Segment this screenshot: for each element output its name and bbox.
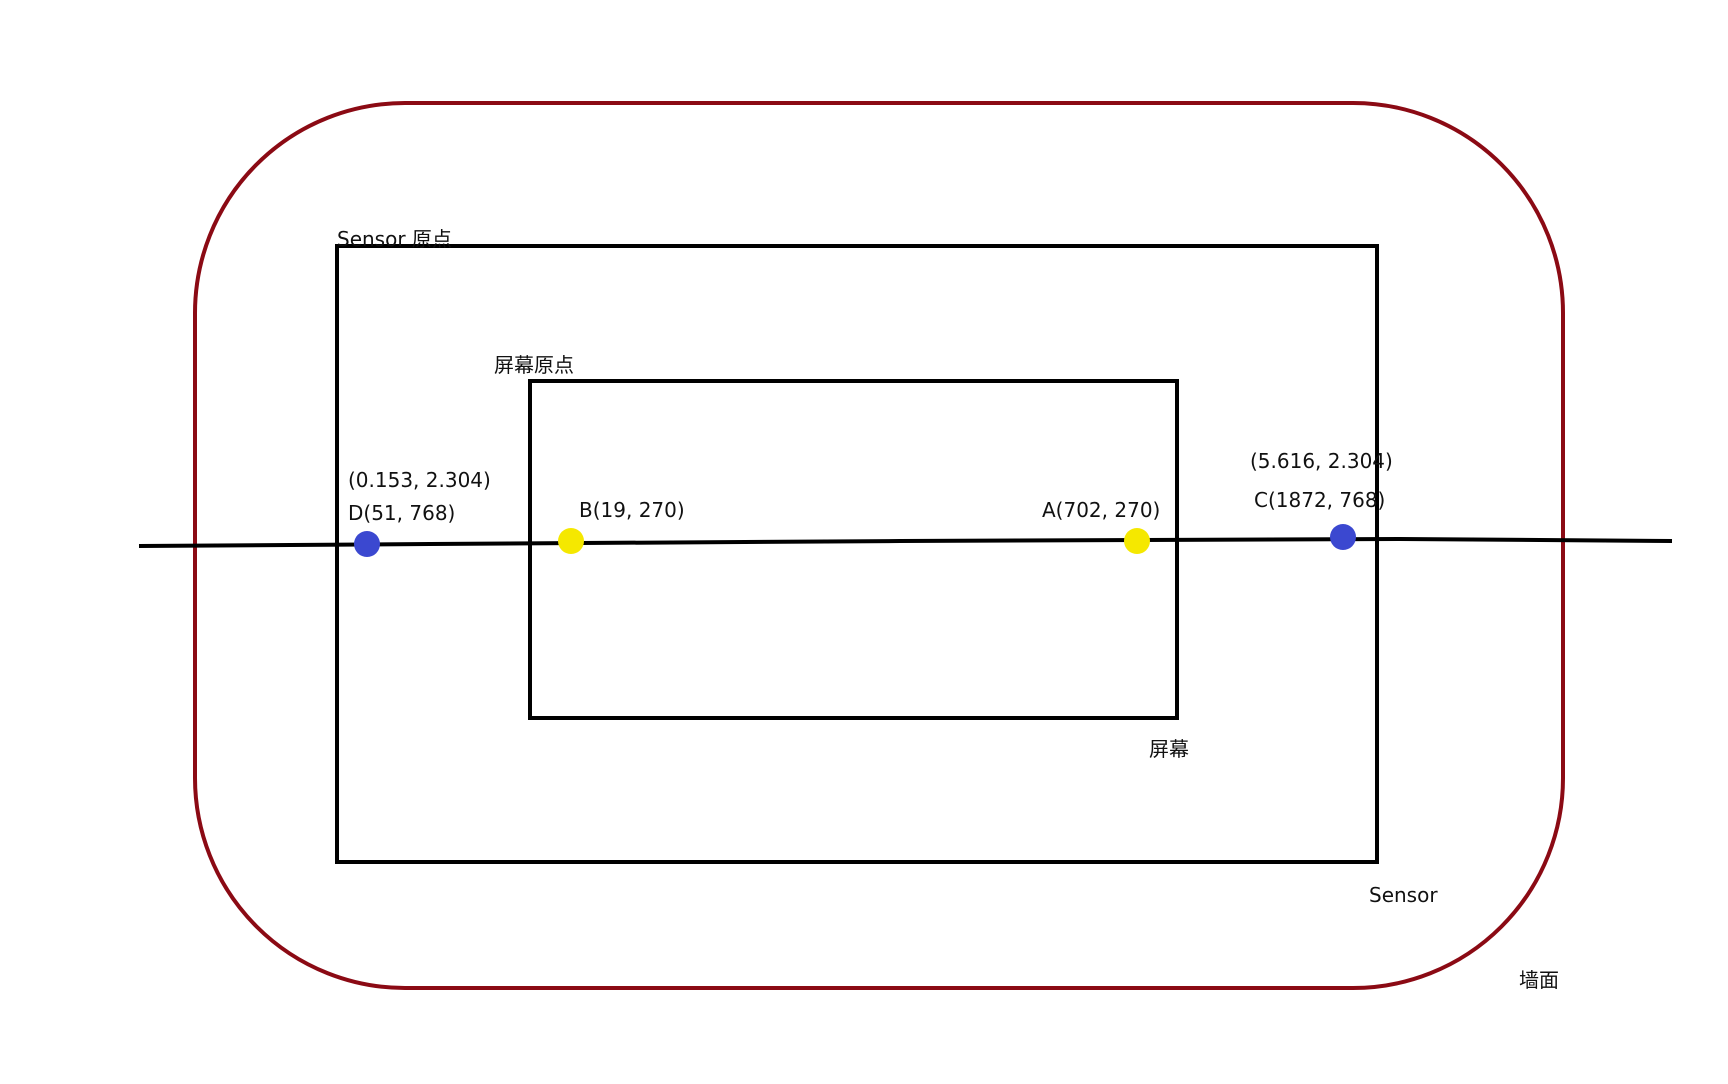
point-c xyxy=(1330,524,1356,550)
point-b-coord-label: B(19, 270) xyxy=(579,498,685,522)
sensor-origin-label: Sensor 原点 xyxy=(337,227,452,251)
point-a xyxy=(1124,528,1150,554)
screen-label: 屏幕 xyxy=(1149,737,1189,761)
sensor-label: Sensor xyxy=(1369,883,1438,907)
screen-rect xyxy=(528,379,1179,720)
point-d-physical-label: (0.153, 2.304) xyxy=(348,468,491,492)
wall-label: 墙面 xyxy=(1519,968,1559,992)
horizontal-line xyxy=(138,536,1673,548)
point-d-coord-label: D(51, 768) xyxy=(348,501,455,525)
screen-origin-label: 屏幕原点 xyxy=(494,353,574,377)
point-a-coord-label: A(702, 270) xyxy=(1042,498,1160,522)
sensor-rect xyxy=(335,244,1379,864)
point-b xyxy=(558,528,584,554)
point-d xyxy=(354,531,380,557)
point-c-physical-label: (5.616, 2.304) xyxy=(1250,449,1393,473)
point-c-coord-label: C(1872, 768) xyxy=(1254,488,1385,512)
